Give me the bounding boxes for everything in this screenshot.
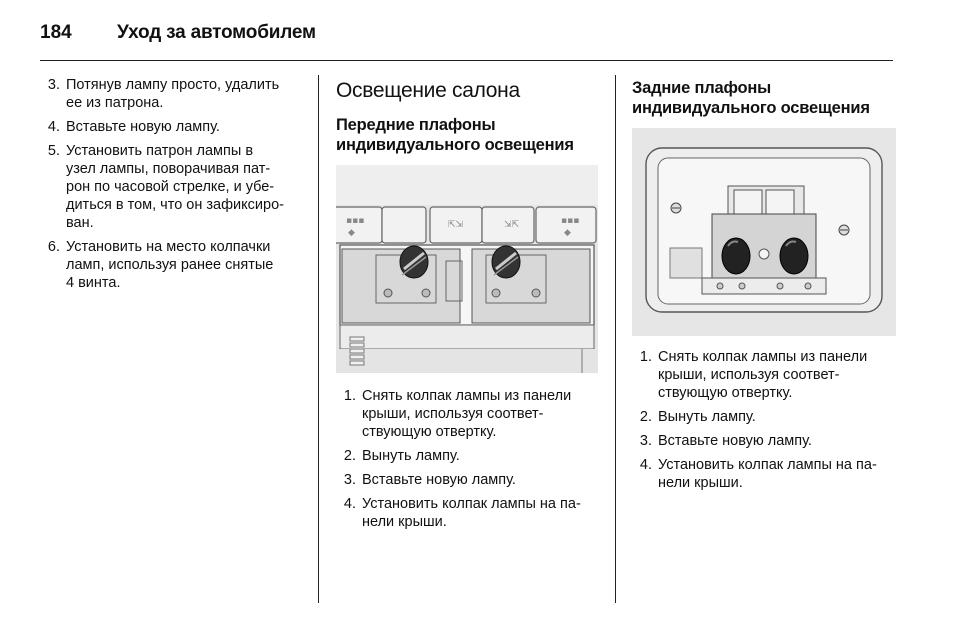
front-lamps-steps: 1.Снять колпак лампы из панели крыши, ис…	[336, 387, 598, 531]
list-item: 5.Установить патрон лампы в узел лампы, …	[47, 143, 284, 231]
page-number: 184	[40, 22, 72, 43]
front-reading-lamps-illustration-icon: ▪▪▪ ◆ ▪▪▪ ◆ ⇱⇲ ⇲⇱	[336, 165, 598, 373]
section-title: Уход за автомобилем	[117, 22, 316, 43]
interior-lighting-heading: Освещение салона	[336, 79, 520, 102]
front-lamps-subheading: Передние плафоны индивидуального освещен…	[336, 116, 574, 154]
svg-text:⇱⇲: ⇱⇲	[448, 220, 464, 230]
list-item: 2.Вынуть лампу.	[639, 409, 756, 425]
svg-text:◆: ◆	[564, 228, 571, 238]
column-divider-left	[318, 75, 319, 603]
rear-lamps-subheading: Задние плафоны индивидуального освещения	[632, 79, 870, 117]
list-item: 1.Снять колпак лампы из панели крыши, ис…	[639, 349, 868, 401]
svg-text:▪▪▪: ▪▪▪	[346, 216, 364, 226]
list-item: 3.Вставьте новую лампу.	[639, 433, 812, 449]
list-item: 2.Вынуть лампу.	[343, 448, 460, 464]
list-item: 3.Вставьте новую лампу.	[343, 472, 516, 488]
list-item: 4.Установить колпак лампы на па- нели кр…	[343, 496, 581, 530]
column-divider-right	[615, 75, 616, 603]
rear-reading-lamps-illustration-icon	[632, 128, 896, 336]
svg-text:▪▪▪: ▪▪▪	[561, 216, 579, 226]
list-item: 6.Установить на место колпачки ламп, исп…	[47, 239, 274, 291]
column-3: Задние плафоны индивидуального освещения	[632, 76, 896, 498]
steps-list-continued: 3.Потянув лампу просто, удалить ее из па…	[40, 76, 302, 292]
list-item: 4.Вставьте новую лампу.	[47, 119, 220, 135]
column-2: Освещение салона Передние плафоны индиви…	[336, 76, 598, 537]
header-rule	[40, 60, 893, 61]
svg-text:⇲⇱: ⇲⇱	[504, 220, 520, 230]
svg-text:◆: ◆	[348, 228, 355, 238]
list-item: 3.Потянув лампу просто, удалить ее из па…	[47, 77, 280, 111]
list-item: 4.Установить колпак лампы на па- нели кр…	[639, 457, 877, 491]
list-item: 1.Снять колпак лампы из панели крыши, ис…	[343, 388, 572, 440]
rear-lamps-steps: 1.Снять колпак лампы из панели крыши, ис…	[632, 348, 896, 492]
column-1: 3.Потянув лампу просто, удалить ее из па…	[40, 76, 302, 298]
